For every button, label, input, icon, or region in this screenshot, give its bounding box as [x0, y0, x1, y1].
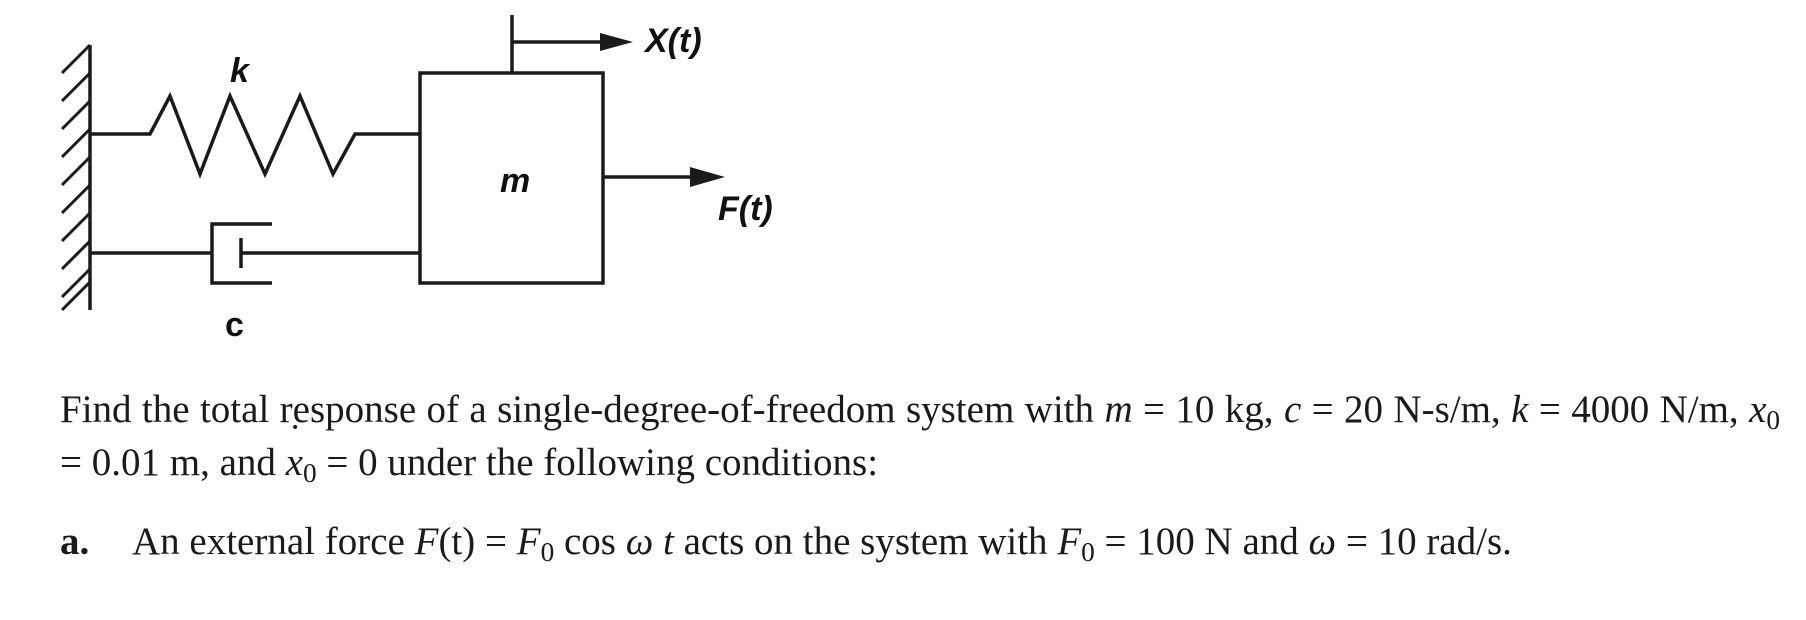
spring: [90, 91, 420, 179]
force-argument: (t): [438, 520, 476, 563]
part-a-text-1: An external force: [132, 520, 415, 563]
mass-value: = 10 kg,: [1132, 388, 1284, 431]
amplitude-subscript-2: 0: [1081, 536, 1095, 567]
part-a-text-2: acts on the system with: [673, 520, 1058, 563]
amplitude-symbol-2: F: [1057, 520, 1082, 563]
wall-hatching: [60, 43, 92, 312]
intro-text: Find the total response of a single-degr…: [60, 388, 1095, 431]
omega-value: = 10 rad/s.: [1336, 520, 1512, 563]
damping-symbol: c: [1283, 388, 1302, 431]
part-a: a.An external force F(t) = F0 cos ω t ac…: [60, 515, 1780, 568]
spring-label: k: [230, 52, 251, 90]
mass-label: m: [500, 162, 530, 200]
force-label: F(t): [718, 190, 773, 228]
damper-label: c: [225, 306, 244, 344]
cosine: cos: [554, 520, 626, 563]
stiffness-value: = 4000 N/m,: [1528, 388, 1750, 431]
mass-symbol: m: [1104, 388, 1133, 431]
initial-displacement-value: = 0.01 m, and: [60, 441, 286, 484]
damping-value: = 20 N-s/m,: [1301, 388, 1501, 431]
problem-intro: Find the total response of a single-degr…: [60, 383, 1780, 489]
problem-statement: Find the total response of a single-degr…: [60, 383, 1780, 568]
spring-mass-damper-diagram: k c m X(t) F(t): [60, 15, 773, 344]
amplitude-value: = 100 N and: [1094, 520, 1309, 563]
displacement-label: X(t): [643, 22, 702, 60]
initial-velocity-subscript: 0: [302, 457, 317, 488]
damper: [90, 222, 420, 285]
amplitude-symbol: F: [516, 520, 541, 563]
initial-velocity-symbol: x: [286, 412, 303, 489]
part-a-label: a.: [60, 520, 90, 563]
initial-velocity-value: = 0 under the following conditions:: [316, 441, 879, 484]
initial-displacement-symbol: x: [1749, 388, 1767, 431]
force-arrow: [603, 167, 725, 187]
equals-sign: =: [475, 520, 517, 563]
displacement-arrow: [510, 15, 633, 73]
amplitude-subscript: 0: [540, 536, 555, 567]
initial-displacement-subscript: 0: [1766, 404, 1781, 435]
omega-symbol: ω: [1308, 520, 1337, 563]
stiffness-symbol: k: [1511, 388, 1529, 431]
force-symbol: F: [414, 520, 439, 563]
omega-t: ω t: [625, 520, 674, 563]
